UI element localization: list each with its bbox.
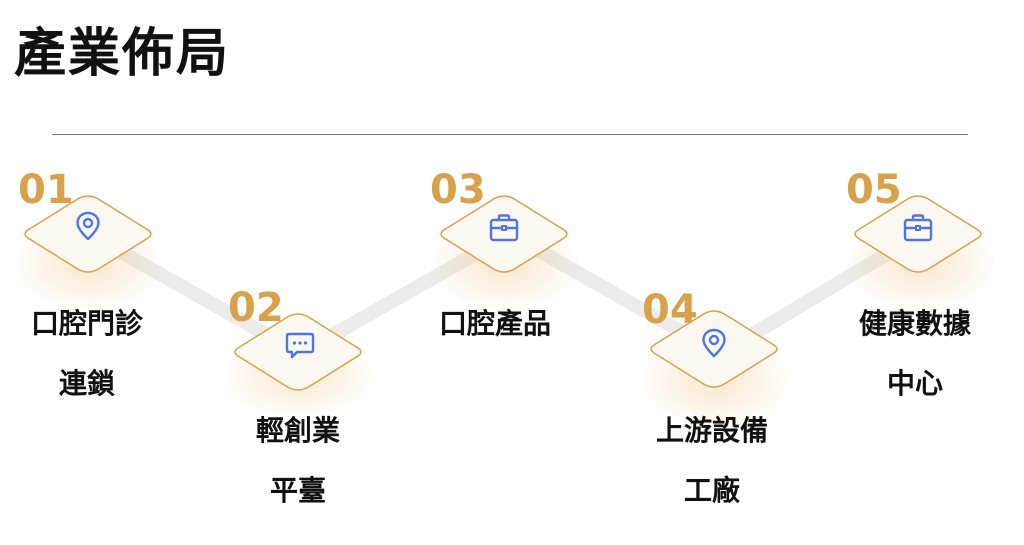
- step-2-label-line2: 平臺: [269, 474, 326, 507]
- connector-4-5: [723, 233, 917, 355]
- map-pin-icon: [76, 211, 100, 241]
- step-3-diamond: [440, 195, 568, 273]
- step-4-number: 04: [642, 287, 698, 333]
- step-5-diamond: [854, 195, 982, 273]
- step-5-number: 05: [846, 167, 902, 213]
- briefcase-icon: [489, 214, 519, 242]
- connector-2-3: [303, 233, 507, 355]
- step-1-diamond: [24, 195, 152, 273]
- step-3-label-line1: 口腔產品: [438, 307, 551, 340]
- step-5-label-line2: 中心: [886, 367, 943, 400]
- step-3-number: 03: [430, 167, 486, 213]
- step-2-number: 02: [228, 285, 284, 331]
- connector-1-2: [93, 233, 297, 355]
- step-4-label-line2: 工廠: [683, 474, 740, 507]
- map-pin-icon: [702, 328, 726, 358]
- step-5-label-line1: 健康數據: [858, 307, 971, 340]
- step-1-label-line1: 口腔門診: [30, 307, 143, 340]
- title-divider: [52, 134, 968, 135]
- page-title: 產業佈局: [14, 24, 231, 84]
- step-4-diamond: [650, 310, 778, 388]
- step-2-label-line1: 輕創業: [255, 414, 340, 447]
- briefcase-icon: [903, 214, 933, 242]
- chat-bubble-icon: [285, 332, 315, 359]
- step-1-number: 01: [18, 167, 74, 213]
- step-1-label-line2: 連鎖: [58, 367, 115, 400]
- step-4-label-line1: 上游設備: [655, 414, 768, 447]
